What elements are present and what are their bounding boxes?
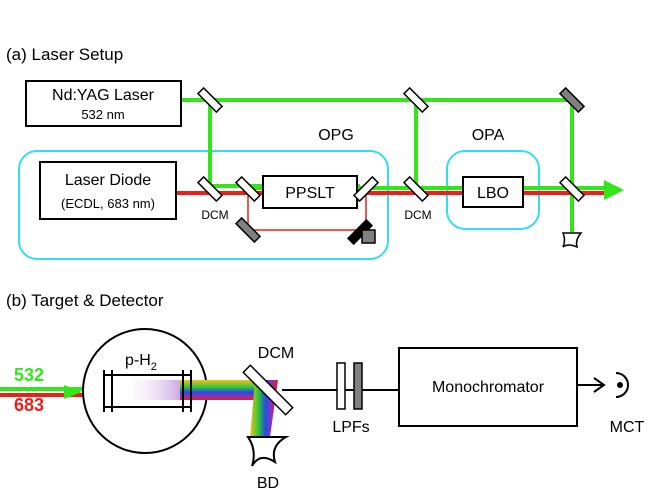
ndyag-label: Nd:YAG Laser — [52, 87, 155, 104]
monochromator-label: Monochromator — [432, 379, 545, 396]
opa-label: OPA — [472, 127, 505, 144]
mono-output-arrowhead — [593, 377, 606, 393]
ndyag-laser-box — [25, 80, 182, 127]
dcm-label-b: DCM — [258, 345, 294, 362]
opg-input-mirror — [234, 175, 262, 203]
mirror-yag-split-1 — [196, 86, 224, 114]
dcm-label-2: DCM — [404, 208, 431, 222]
panel-b-title: (b) Target & Detector — [6, 291, 164, 310]
lbo-label: LBO — [477, 185, 509, 202]
ndyag-wavelength: 532 nm — [81, 107, 124, 122]
wavelength-532: 532 — [14, 365, 44, 385]
ppslt-label: PPSLT — [285, 185, 335, 202]
dichroic-mirror-1 — [196, 175, 224, 203]
lpf-filter-1 — [336, 362, 346, 410]
idler-mount-block — [361, 229, 376, 244]
opg-label: OPG — [318, 127, 354, 144]
panel-a-beam-dump — [561, 232, 583, 249]
lbo-crystal-box — [462, 176, 524, 208]
dcm-label-1: DCM — [201, 208, 228, 222]
beam-dump-icon — [246, 436, 290, 467]
monochromator-box — [398, 347, 578, 427]
dichroic-mirror-b — [242, 364, 294, 416]
sample-label: p-H2 — [125, 352, 157, 373]
laser-diode-detail: (ECDL, 683 nm) — [61, 196, 155, 211]
idler-mirror-left — [234, 216, 262, 244]
lpf-label: LPFs — [332, 419, 369, 436]
mirror-yag-split-2 — [402, 86, 430, 114]
opg-output-mirror — [352, 175, 380, 203]
laser-diode-label: Laser Diode — [65, 172, 151, 189]
incoming-arrowhead — [64, 385, 82, 399]
wavelength-683: 683 — [14, 395, 44, 415]
dichroic-mirror-2 — [402, 175, 430, 203]
opa-output-mirror — [558, 175, 586, 203]
output-arrowhead — [604, 180, 624, 200]
mct-detector-icon — [615, 372, 629, 398]
mct-label: MCT — [610, 419, 645, 436]
raman-fade-beam — [120, 380, 180, 400]
mct-detector-element — [617, 382, 623, 388]
beam-dump-label: BD — [257, 475, 279, 492]
laser-diode-box — [39, 161, 177, 220]
mirror-yag-end — [558, 86, 586, 114]
panel-a-title: (a) Laser Setup — [6, 45, 123, 64]
opg-enclosure — [18, 150, 389, 260]
green-beam-paths — [180, 98, 574, 232]
raman-beams-horizontal — [180, 380, 260, 400]
lpf-filter-2 — [353, 362, 363, 410]
